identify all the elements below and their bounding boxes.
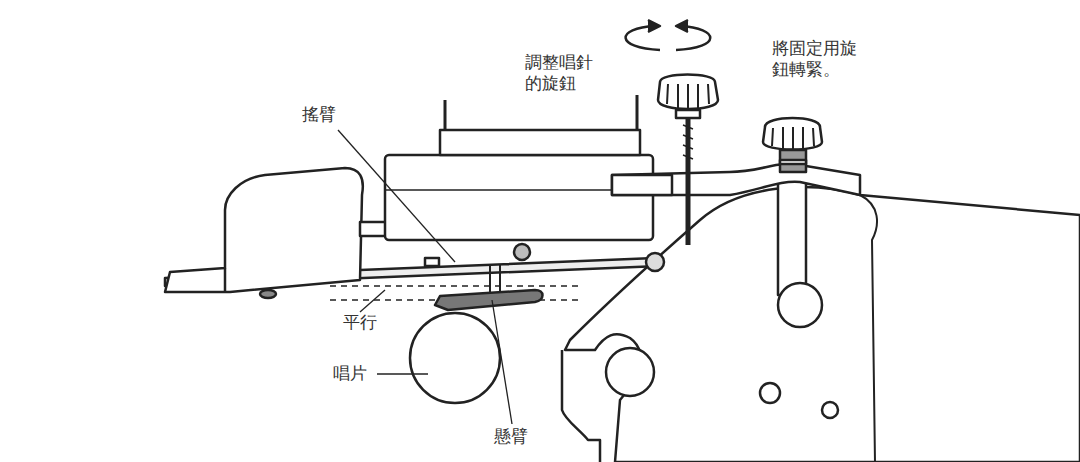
part-label: 唱片 <box>333 363 367 384</box>
part-label: 調整唱針的旋鈕 <box>525 52 596 95</box>
arm-body <box>360 95 653 266</box>
part-label: 平行 <box>343 312 377 333</box>
rotation-arrows <box>626 20 711 50</box>
stylus-arm <box>435 265 543 310</box>
part-label: 搖臂 <box>302 104 336 125</box>
record-circle <box>410 313 500 403</box>
lever-bar <box>612 164 860 195</box>
part-label: 懸臂 <box>494 426 528 447</box>
adjust-knob <box>658 75 718 246</box>
part-label: 將固定用旋鈕轉緊。 <box>772 38 860 81</box>
headshell <box>165 168 363 298</box>
fixing-knob <box>763 118 822 172</box>
